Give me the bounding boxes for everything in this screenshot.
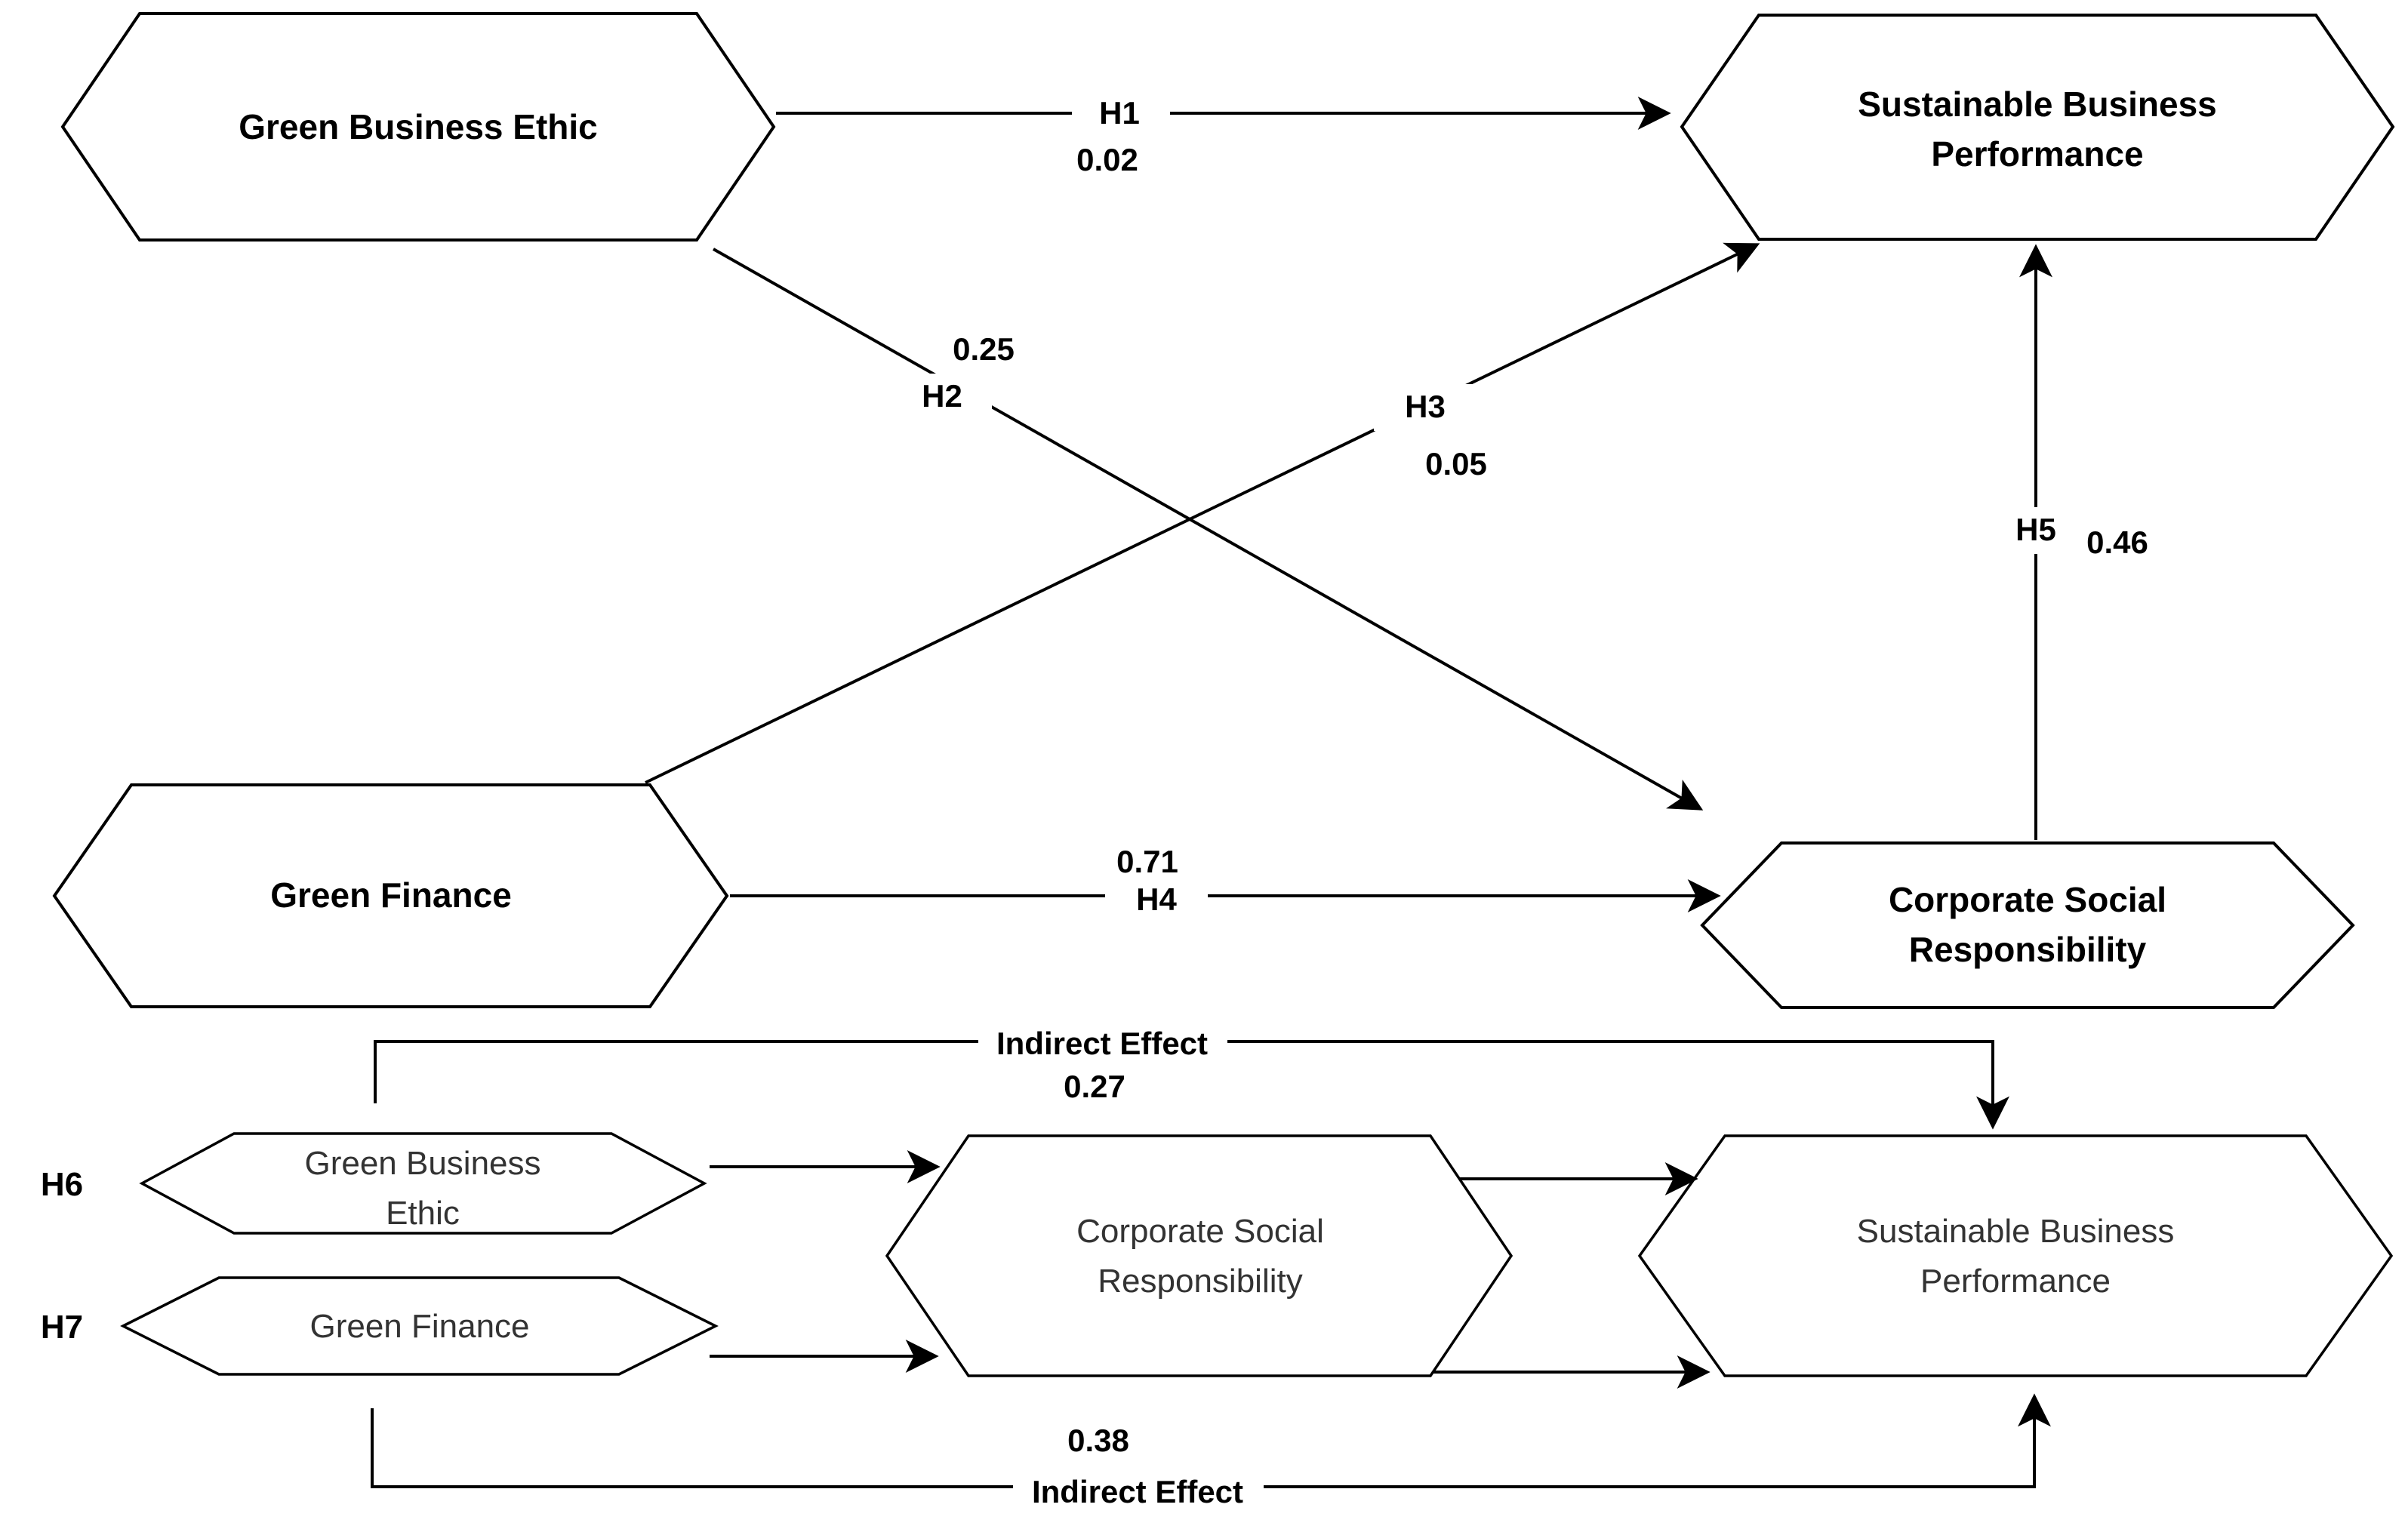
csr-top-label-line1: Corporate Social — [1889, 880, 2166, 919]
h4-label-bg — [1105, 877, 1208, 924]
h1-value-label: 0.02 — [1076, 142, 1138, 177]
indirect-bottom-label-bg — [1013, 1469, 1264, 1511]
h4-id-label: H4 — [1136, 881, 1177, 917]
node-small-corporate-social-responsibility — [885, 1134, 1513, 1377]
h3-value-label: 0.05 — [1425, 446, 1487, 481]
h2-id-label: H2 — [922, 378, 962, 414]
h2-value-label: 0.25 — [953, 331, 1015, 367]
csr-top-label-line2: Responsibility — [1909, 930, 2147, 969]
h7-id-label: H7 — [41, 1309, 83, 1346]
h6-id-label: H6 — [41, 1166, 83, 1203]
node-green-finance — [52, 783, 729, 1008]
indirect-top-label-bg — [978, 1021, 1227, 1065]
h3-label-bg — [1374, 384, 1477, 431]
h5-value-label: 0.46 — [2086, 525, 2148, 560]
node-small-sustainable-business-performance — [1637, 1134, 2394, 1377]
indirect-top-value: 0.27 — [1064, 1069, 1125, 1104]
gbe-top-label: Green Business Ethic — [239, 107, 598, 146]
node-small-green-finance — [120, 1276, 719, 1376]
h5-label-bg — [1987, 507, 2085, 554]
edge-h2-arrow — [713, 248, 1704, 811]
gbe-small-label-line2: Ethic — [386, 1195, 460, 1232]
node-sustainable-business-performance — [1680, 14, 2395, 241]
csr-small-label-line1: Corporate Social — [1076, 1213, 1324, 1250]
node-green-business-ethic — [60, 12, 776, 242]
gf-small-label: Green Finance — [309, 1308, 529, 1345]
node-small-green-business-ethic — [139, 1132, 707, 1235]
sbp-small-label-line1: Sustainable Business — [1857, 1213, 2175, 1250]
indirect-bottom-label: Indirect Effect — [1032, 1474, 1243, 1509]
h3-id-label: H3 — [1405, 389, 1446, 424]
h4-value-label: 0.71 — [1116, 844, 1178, 879]
sbp-top-label-line2: Performance — [1931, 134, 2143, 174]
h1-id-label: H1 — [1099, 95, 1140, 131]
h2-label-bg — [892, 374, 992, 422]
sbp-top-label-line1: Sustainable Business — [1858, 85, 2217, 124]
indirect-top-label: Indirect Effect — [996, 1026, 1208, 1061]
h1-label-bg — [1072, 91, 1170, 139]
gf-top-label: Green Finance — [270, 875, 512, 915]
csr-small-label-line2: Responsibility — [1098, 1263, 1302, 1300]
indirect-bottom-value: 0.38 — [1067, 1423, 1129, 1458]
edge-h3-arrow — [645, 242, 1760, 784]
h5-id-label: H5 — [2015, 512, 2056, 547]
gbe-small-label-line1: Green Business — [304, 1145, 540, 1182]
sbp-small-label-line2: Performance — [1920, 1263, 2111, 1300]
node-corporate-social-responsibility — [1700, 841, 2355, 1009]
